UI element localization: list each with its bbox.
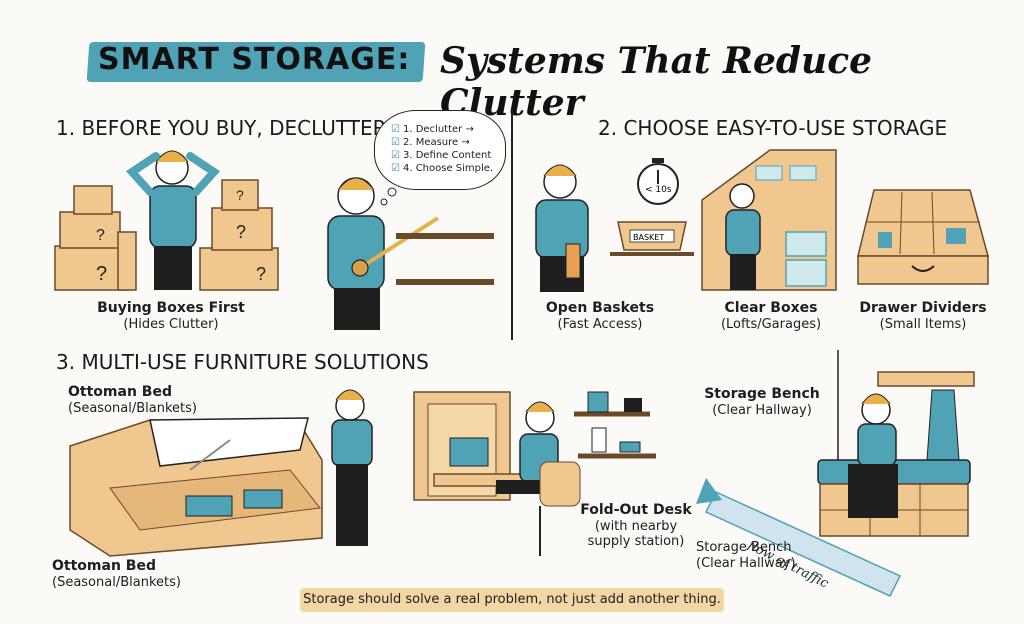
caption-drawer-dividers: Drawer Dividers (Small Items) — [859, 300, 987, 332]
checklist-item: ☑4. Choose Simple. — [391, 163, 494, 174]
question-mark: ? — [236, 187, 244, 203]
checkbox-icon: ☑ — [391, 150, 400, 161]
ottoman-bed — [69, 417, 323, 557]
checklist-item: ☑3. Define Content — [391, 150, 492, 161]
scarf — [565, 243, 581, 279]
timer-label: < 10s — [645, 185, 672, 195]
caption-ottoman-bottom: Ottoman Bed (Seasonal/Blankets) — [52, 558, 181, 590]
question-mark: ? — [256, 264, 266, 284]
checkbox-icon: ☑ — [391, 163, 400, 174]
coat-rack — [877, 371, 975, 475]
caption-clear-boxes: Clear Boxes (Lofts/Garages) — [720, 300, 822, 332]
cardboard-boxes-left — [54, 185, 137, 291]
caption-bench-top: Storage Bench (Clear Hallway) — [704, 386, 820, 418]
section-heading-easy-storage: 2. CHOOSE EASY-TO-USE STORAGE — [598, 116, 948, 140]
caption-bench-bottom: Storage Bench (Clear Hallway) — [696, 540, 796, 571]
footer-banner: Storage should solve a real problem, not… — [300, 588, 724, 612]
section-heading-multi-use: 3. MULTI-USE FURNITURE SOLUTIONS — [56, 350, 429, 374]
question-mark: ? — [236, 222, 246, 242]
drawer-dividers — [857, 189, 989, 285]
title-subtitle: Systems That Reduce Clutter — [440, 40, 873, 124]
section-heading-declutter: 1. BEFORE YOU BUY, DECLUTTER — [56, 116, 387, 140]
cardboard-boxes-right — [199, 179, 279, 291]
basket-person — [535, 164, 589, 292]
supply-shelves — [574, 391, 656, 459]
caption-open-baskets: Open Baskets (Fast Access) — [545, 300, 655, 332]
caption-buying-boxes: Buying Boxes First (Hides Clutter) — [97, 300, 245, 332]
timer-icon — [637, 158, 679, 205]
checkbox-icon: ☑ — [391, 124, 400, 135]
bubble-dot — [387, 187, 397, 197]
stressed-person — [125, 150, 221, 290]
checklist-item: ☑2. Measure → — [391, 137, 470, 148]
checkbox-icon: ☑ — [391, 137, 400, 148]
caption-ottoman-top: Ottoman Bed (Seasonal/Blankets) — [68, 384, 197, 416]
title-main: SMART STORAGE: — [98, 42, 411, 77]
traffic-arrow — [696, 478, 902, 597]
basket — [610, 221, 694, 256]
caption-fold-out-desk: Fold-Out Desk (with nearby supply statio… — [580, 502, 692, 550]
question-mark: ? — [96, 227, 105, 244]
basket-label: BASKET — [633, 233, 664, 242]
attic-clear-boxes — [701, 149, 837, 291]
checklist-item: ☑1. Declutter → — [391, 124, 474, 135]
checklist: ☑1. Declutter → ☑2. Measure → ☑3. Define… — [375, 111, 505, 175]
desk-person — [496, 401, 581, 556]
thought-bubble: ☑1. Declutter → ☑2. Measure → ☑3. Define… — [374, 110, 506, 190]
question-mark: ? — [96, 263, 107, 285]
bubble-dot — [380, 198, 388, 206]
bed-person — [331, 389, 373, 546]
measuring-person — [327, 177, 494, 330]
bench-person — [848, 393, 898, 518]
